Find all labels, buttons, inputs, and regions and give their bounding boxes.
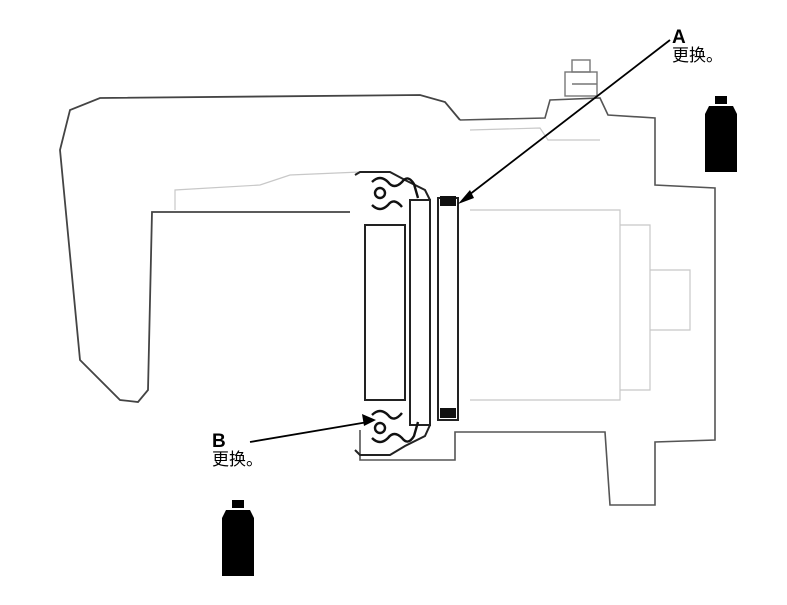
dust-seal-bottom	[371, 409, 420, 444]
leader-line-b	[249, 414, 376, 443]
bottle-label-bottom: FLUID	[194, 430, 201, 451]
bleeder-fitting	[564, 59, 598, 97]
piston-seal-assembly	[354, 171, 459, 456]
brake-fluid-bottle-icon: BRKE FLUID	[677, 26, 737, 172]
callout-a-note: 更换。	[672, 45, 723, 66]
caliper-body-outline	[359, 97, 716, 506]
piston-seal-bottom	[440, 408, 456, 418]
bottle-label-bottom: FLUID	[677, 26, 684, 47]
callout-b-letter: B	[212, 431, 226, 452]
caliper-bracket-outline	[59, 94, 461, 403]
bottle-label-top: BRKE	[687, 26, 694, 46]
piston-seal-top	[440, 196, 456, 206]
leader-line-a	[458, 39, 671, 204]
bottle-label-top: BRKE	[204, 430, 211, 450]
callout-a: A 更换。	[672, 28, 723, 66]
callout-b-note: 更换。	[212, 449, 263, 470]
callout-b: B 更换。	[212, 432, 263, 470]
brake-fluid-bottle-icon: BRKE FLUID	[194, 430, 254, 576]
dust-seal-top	[371, 176, 420, 211]
callout-a-letter: A	[672, 27, 686, 48]
hidden-detail-lines	[174, 127, 691, 401]
